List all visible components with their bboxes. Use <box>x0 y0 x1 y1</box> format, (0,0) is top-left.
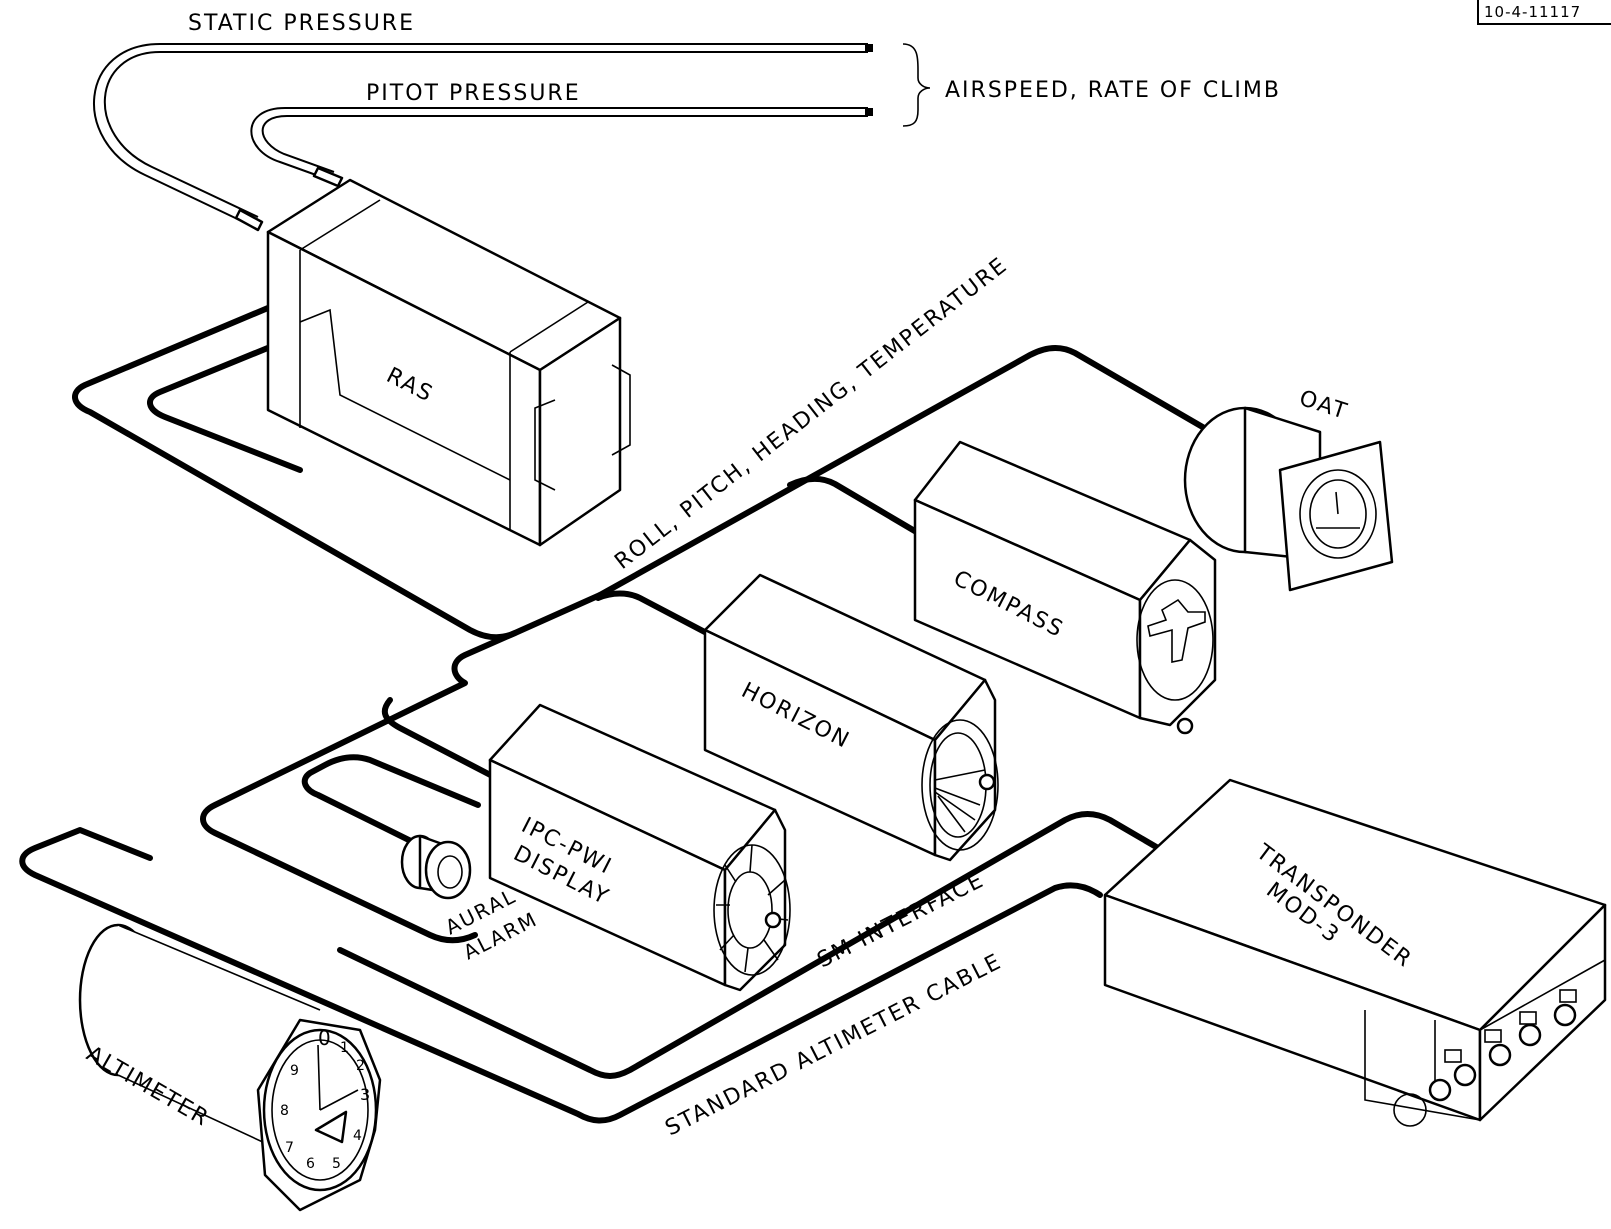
altimeter-unit: 0 1 2 3 4 5 6 7 8 9 ALTIMETER <box>80 925 380 1210</box>
altimeter-dial-5: 5 <box>332 1156 343 1172</box>
static-pressure-tube <box>94 44 873 230</box>
altimeter-dial-4: 4 <box>353 1128 364 1144</box>
pressure-brace <box>903 44 930 126</box>
transponder-unit: TRANSPONDER MOD-3 <box>1105 780 1605 1126</box>
static-pressure-label: STATIC PRESSURE <box>188 11 415 36</box>
altimeter-dial-9: 9 <box>290 1063 301 1079</box>
figure-id-box: 10-4-11117 <box>1478 0 1611 24</box>
pitot-pressure-label: PITOT PRESSURE <box>366 81 581 106</box>
altimeter-dial-7: 7 <box>285 1140 296 1156</box>
airspeed-label: AIRSPEED, RATE OF CLIMB <box>945 78 1281 103</box>
altimeter-dial-8: 8 <box>280 1103 291 1119</box>
figure-id: 10-4-11117 <box>1484 3 1581 21</box>
pitot-pressure-tube <box>251 108 873 186</box>
altimeter-dial-0: 0 <box>318 1026 333 1050</box>
altimeter-dial-3: 3 <box>360 1085 372 1104</box>
ras-unit: RAS <box>268 180 630 545</box>
altimeter-dial-1: 1 <box>340 1040 351 1056</box>
sm-interface-label: SM INTERFACE <box>813 868 988 974</box>
oat-label: OAT <box>1296 386 1351 425</box>
altimeter-dial-6: 6 <box>306 1156 317 1172</box>
altimeter-dial-2: 2 <box>356 1058 367 1074</box>
